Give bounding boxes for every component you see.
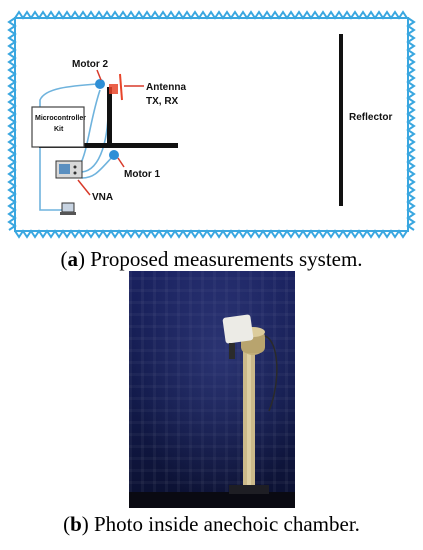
laptop-icon [60, 202, 76, 215]
absorber-left [7, 17, 17, 231]
motor1-icon [109, 150, 119, 160]
caption-a: (a) Proposed measurements system. [60, 247, 363, 271]
motor1-pointer [117, 157, 125, 168]
microcontroller-kit-box [31, 106, 85, 148]
chamber-absorber-wall [7, 10, 416, 239]
cable-kit-to-vna [39, 147, 62, 211]
absorber-right [406, 17, 416, 231]
caption-b: (b) Photo inside anechoic chamber. [63, 512, 360, 536]
cable-motor2-to-kit [39, 83, 98, 107]
absorber-top [14, 10, 408, 20]
caption-a-letter: a [67, 247, 78, 271]
motor2-label: Motor 2 [72, 59, 109, 70]
vna-label: VNA [92, 192, 113, 203]
vna-icon [55, 160, 83, 179]
reflector-plate [339, 34, 343, 206]
measurement-system-diagram: Microcontroller Kit Antenna TX, RX Motor… [7, 10, 416, 239]
antenna-mode-label: TX, RX [146, 96, 179, 107]
caption-a-text: Proposed measurements system. [84, 247, 363, 271]
mast [107, 87, 112, 145]
motor1-label: Motor 1 [124, 169, 161, 180]
photo-scene [129, 314, 295, 508]
antenna-icon [109, 73, 123, 101]
caption-b-text: Photo inside anechoic chamber. [88, 512, 360, 536]
cable-motor2-down [79, 89, 101, 166]
reflector-label: Reflector [349, 112, 392, 123]
photo-base [129, 492, 295, 508]
anechoic-chamber-photo [129, 271, 295, 508]
kit-label: Kit [54, 126, 64, 133]
photo-antenna [222, 314, 254, 344]
caption-b-letter: b [70, 512, 82, 536]
antenna-label: Antenna [146, 82, 186, 93]
chamber-outline [14, 17, 409, 232]
motor2-pointer [96, 69, 102, 81]
photo-cable [264, 335, 278, 412]
vna-pointer [77, 179, 91, 196]
absorber-bottom [14, 229, 408, 239]
motor2-icon [95, 79, 105, 89]
base-platform [39, 143, 178, 148]
microcontroller-label: Microcontroller [35, 115, 86, 122]
